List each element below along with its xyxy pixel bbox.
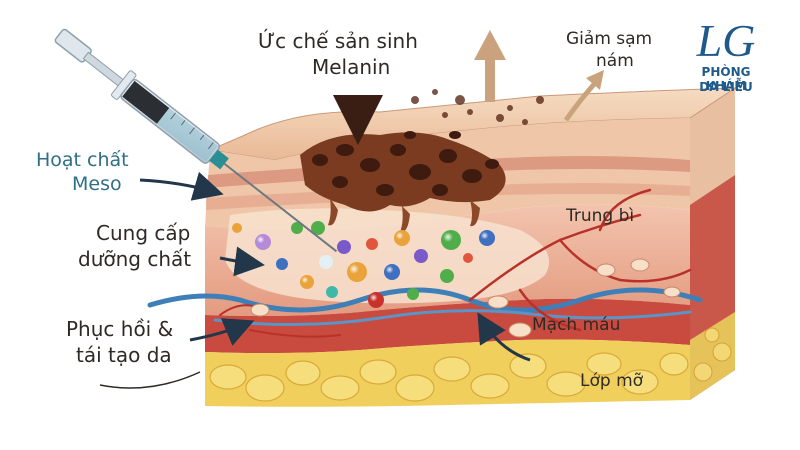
logo-line2: DA LIỄU — [699, 80, 753, 94]
swoosh — [99, 371, 201, 389]
label-melanin-line2: Melanin — [312, 55, 391, 79]
label-nutrition-line1: Cung cấp — [96, 221, 191, 245]
fat-cells — [209, 352, 689, 402]
label-vessels: Mạch máu — [532, 315, 621, 335]
melanin-drips — [328, 198, 480, 233]
vessel-red — [468, 188, 692, 332]
label-repair-line2: tái tạo da — [76, 343, 172, 367]
surface-spots — [411, 89, 544, 125]
block-right-side-top — [690, 88, 735, 205]
arrow-repair — [189, 318, 255, 346]
arrow-vessel — [477, 312, 531, 362]
arrow-reduce — [563, 80, 598, 122]
label-dermis: Trung bì — [566, 206, 635, 226]
arrow-up-head — [474, 30, 506, 60]
arrow-meso — [139, 171, 224, 201]
label-reduce-line2: nám — [596, 51, 634, 71]
label-meso-line1: Hoạt chất — [36, 149, 129, 171]
label-fat: Lớp mỡ — [580, 371, 644, 391]
logo-line1: PHÒNG KHÁM — [701, 65, 751, 93]
arrow-nutrition — [219, 246, 265, 277]
label-repair-line1: Phục hồi & — [66, 317, 174, 341]
melanin-granules — [312, 131, 499, 196]
logo-mark: LG — [696, 15, 756, 66]
label-nutrition-line2: dưỡng chất — [78, 247, 192, 271]
fat-cells-side — [693, 327, 732, 382]
label-reduce-line1: Giảm sạm — [566, 29, 653, 49]
nutrient-highlights — [255, 230, 495, 308]
syringe — [54, 28, 338, 253]
nerve-cells — [250, 258, 681, 338]
label-melanin-line1: Ức chế sản sinh — [258, 29, 418, 53]
vessel-blue — [147, 287, 703, 313]
vessel-blue-2 — [213, 309, 692, 327]
logo-monogram: LG — [696, 15, 756, 66]
lower-dermis — [205, 298, 690, 354]
label-meso-line2: Meso — [72, 173, 122, 195]
needle-tip-glow — [319, 255, 333, 269]
arrow-reduce-head — [586, 70, 604, 90]
